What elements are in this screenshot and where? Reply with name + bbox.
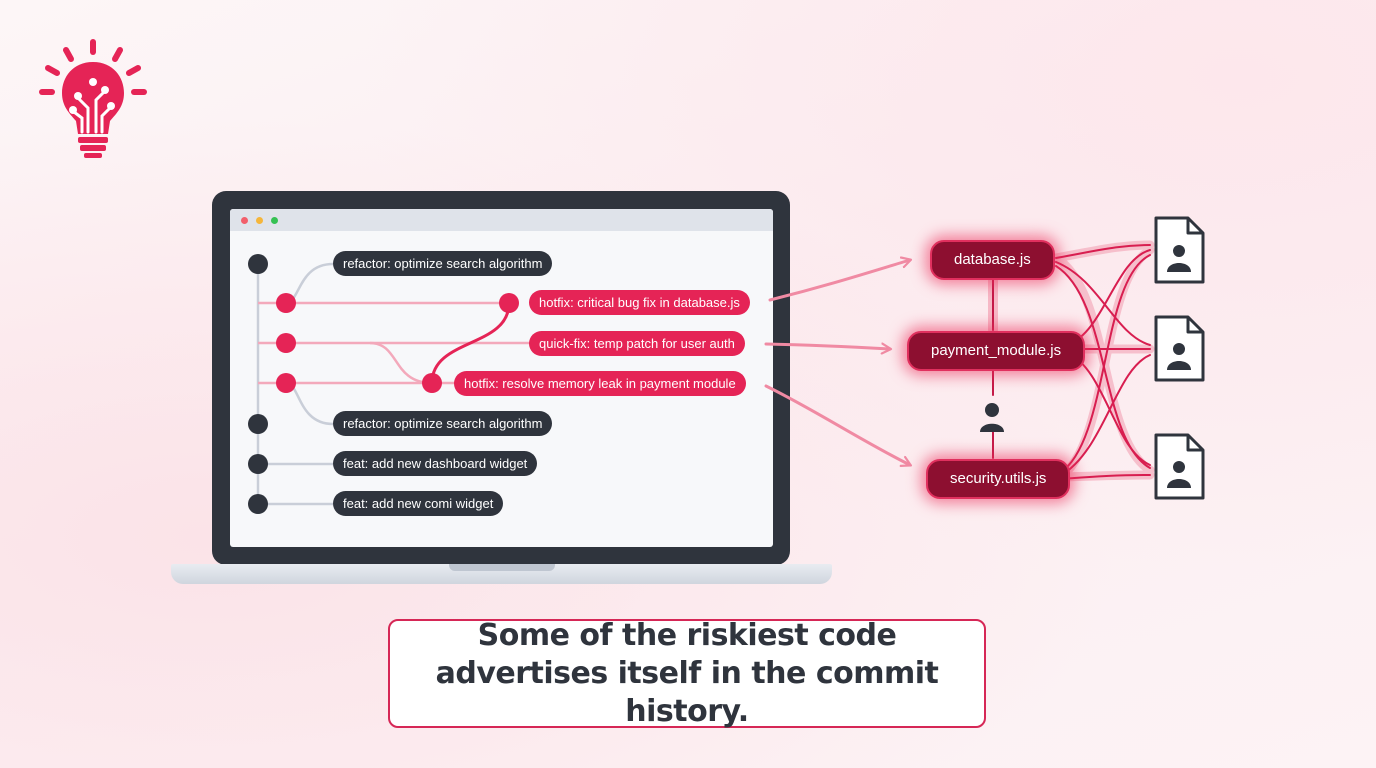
commit-label-feat-dashboard[interactable]: feat: add new dashboard widget bbox=[333, 451, 538, 476]
arrow-to-payment bbox=[764, 344, 890, 349]
file-node-payment-module[interactable]: payment_module.js bbox=[907, 331, 1086, 371]
file-node-security-utils[interactable]: security.utils.js bbox=[926, 459, 1071, 499]
caption-box: Some of the riskiest code advertises its… bbox=[388, 617, 986, 729]
commit-node bbox=[248, 254, 268, 274]
commit-node bbox=[248, 494, 268, 514]
commit-node bbox=[422, 373, 442, 393]
lightbulb-circuit-icon bbox=[39, 39, 147, 158]
commit-label-feat-widget[interactable]: feat: add new comi widget bbox=[333, 491, 504, 516]
arrow-to-database bbox=[768, 260, 910, 302]
commit-node bbox=[248, 454, 268, 474]
commit-label-hotfix-database[interactable]: hotfix: critical bug fix in database.js bbox=[529, 290, 750, 315]
commit-label-refactor-search[interactable]: refactor: optimize search algorithm bbox=[333, 251, 553, 276]
maximize-dot-icon[interactable] bbox=[271, 217, 278, 224]
laptop-base bbox=[171, 564, 832, 584]
arrow-to-security bbox=[764, 384, 910, 465]
commit-node bbox=[276, 293, 296, 313]
caption-text: Some of the riskiest code advertises its… bbox=[435, 617, 939, 729]
commit-node bbox=[276, 373, 296, 393]
laptop-notch bbox=[449, 564, 555, 571]
user-document-icon bbox=[1154, 433, 1205, 500]
commit-label-quickfix-auth[interactable]: quick-fix: temp patch for user auth bbox=[529, 331, 745, 356]
close-dot-icon[interactable] bbox=[241, 217, 248, 224]
commit-node bbox=[276, 333, 296, 353]
commit-nodes bbox=[248, 254, 519, 514]
user-icon bbox=[980, 403, 1004, 432]
commit-node bbox=[248, 414, 268, 434]
window-titlebar bbox=[230, 209, 773, 231]
minimize-dot-icon[interactable] bbox=[256, 217, 263, 224]
file-node-database[interactable]: database.js bbox=[930, 240, 1055, 280]
user-document-icon bbox=[1154, 315, 1205, 382]
commit-label-refactor-search-2[interactable]: refactor: optimize search algorithm bbox=[333, 411, 553, 436]
commit-node bbox=[499, 293, 519, 313]
commit-label-hotfix-memory-leak[interactable]: hotfix: resolve memory leak in payment m… bbox=[454, 371, 746, 396]
user-document-icon bbox=[1154, 216, 1205, 284]
